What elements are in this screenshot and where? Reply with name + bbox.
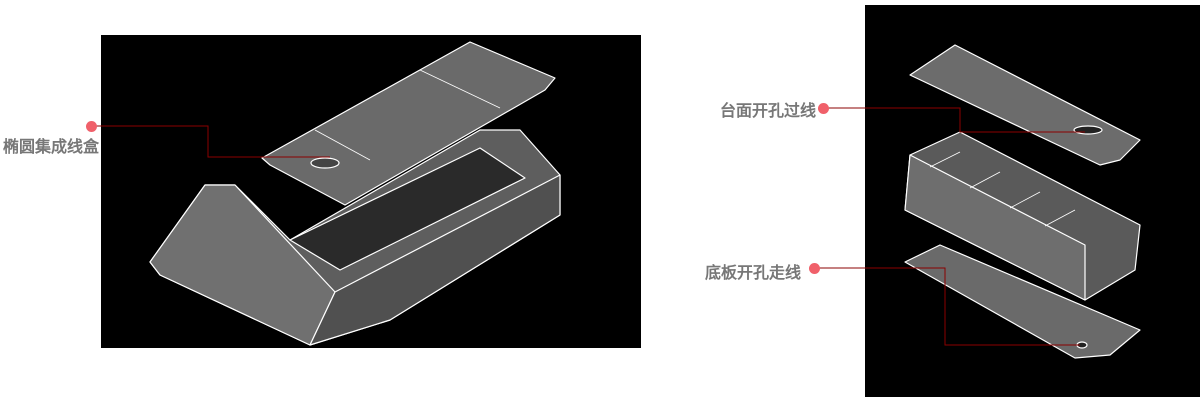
leader-line-right-bottom bbox=[819, 267, 1080, 346]
callout-dot-right-top bbox=[818, 103, 829, 114]
callout-label-left: 椭圆集成线盒 bbox=[3, 137, 100, 156]
leader-line-right-top bbox=[828, 107, 1085, 133]
callout-label-right-top: 台面开孔过线 bbox=[720, 101, 817, 120]
leader-line-left bbox=[96, 125, 330, 158]
callout-dot-right-bottom bbox=[809, 263, 820, 274]
desk-top-panel bbox=[261, 41, 556, 206]
callout-dot-left bbox=[86, 121, 97, 132]
desk-base bbox=[149, 129, 561, 346]
callout-label-right-bottom: 底板开孔走线 bbox=[705, 263, 802, 282]
